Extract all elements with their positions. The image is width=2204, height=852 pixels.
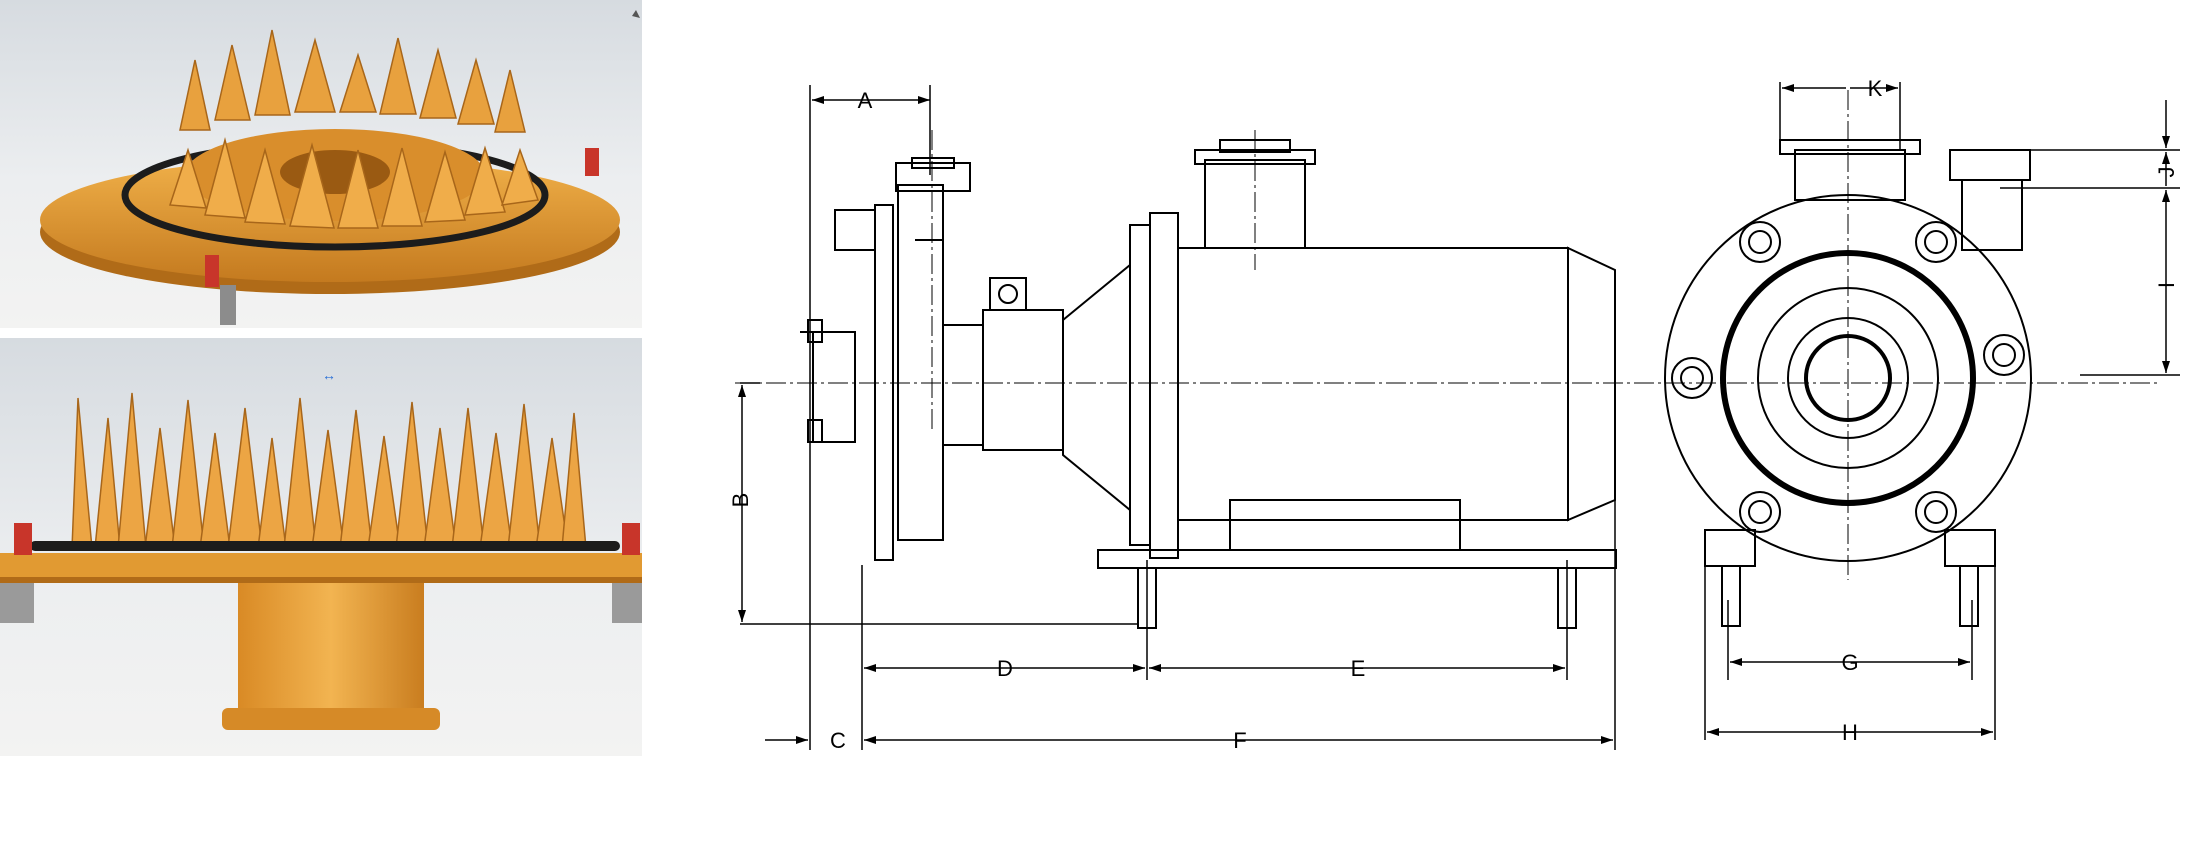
render-top-graphic <box>40 10 640 325</box>
peg-left <box>14 523 32 555</box>
dim-label-e: E <box>1351 656 1366 681</box>
dim-label-f: F <box>1233 728 1246 753</box>
pipe-collar <box>222 708 440 730</box>
render-photo-top <box>0 0 642 328</box>
dim-label-b: B <box>728 493 753 508</box>
flange-plate <box>0 553 642 577</box>
flame-spikes <box>71 392 587 549</box>
dim-label-c: C <box>830 728 846 753</box>
pump-head-side <box>800 157 1131 561</box>
peg-right <box>622 523 640 555</box>
peg-right <box>585 148 599 176</box>
flame-spikes-front <box>168 137 540 229</box>
dim-label-g: G <box>1841 650 1858 675</box>
move-handle-icon: ↔ <box>322 367 336 383</box>
pump-technical-drawing: A B C D E F G H K J I <box>728 76 2180 753</box>
render-bottom-graphic: ↔ <box>0 367 642 730</box>
dim-label-j: J <box>2154 167 2179 178</box>
dimension-lines <box>740 82 2180 750</box>
cursor-icon <box>632 10 640 18</box>
motor-side <box>1097 139 1617 629</box>
flange-edge <box>0 577 642 583</box>
render-photo-bottom: ↔ <box>0 338 642 756</box>
dim-label-h: H <box>1842 720 1858 745</box>
center-hole <box>280 150 390 194</box>
outlet-pipe <box>238 583 424 725</box>
dim-label-a: A <box>858 88 873 113</box>
dim-label-i: I <box>2154 282 2179 288</box>
dim-label-k: K <box>1868 76 1883 101</box>
leg-right <box>612 583 642 623</box>
dimension-labels: A B C D E F G H K J I <box>728 76 2179 753</box>
leg-left <box>220 285 236 325</box>
flame-spikes-back <box>179 29 526 133</box>
dimension-arrows <box>738 84 2170 744</box>
leg-left <box>0 583 34 623</box>
dim-label-d: D <box>997 656 1013 681</box>
peg-left <box>205 255 219 287</box>
center-lines <box>735 90 2160 580</box>
o-ring <box>30 541 620 551</box>
